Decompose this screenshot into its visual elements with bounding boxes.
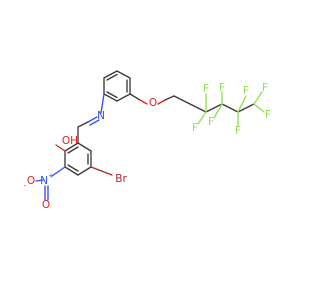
nitro-nitrogen-label: N bbox=[40, 175, 48, 187]
c-br-bond bbox=[90, 166, 113, 176]
fluorine-label-4: F bbox=[208, 116, 214, 128]
imine-double-bond-b bbox=[89, 119, 100, 126]
aryl-o-bond-o bbox=[139, 99, 148, 105]
nitro-oxygen-double-label: O bbox=[42, 199, 50, 211]
fluorine-label-3: F bbox=[219, 82, 225, 94]
c-nitro-bond bbox=[51, 166, 66, 177]
o-ch2-bond-o bbox=[157, 99, 166, 105]
c-oh-bond bbox=[55, 144, 66, 152]
imine-double-bond-a bbox=[87, 116, 98, 123]
fluorine-label-6: F bbox=[243, 85, 249, 97]
ether-oxygen-label: O bbox=[149, 97, 157, 109]
hydroxyl-label: OH bbox=[62, 135, 78, 147]
bromine-label: Br bbox=[115, 173, 127, 185]
molecule-structure-diagram: OH N O N + O - O Br F F F F F F F F bbox=[24, 70, 271, 211]
cf-bonds bbox=[197, 91, 265, 127]
top-benzene-ring bbox=[103, 70, 131, 102]
nitro-oxygen-charge: - bbox=[24, 182, 27, 190]
nitro-nitrogen-charge: + bbox=[48, 172, 54, 180]
fluorine-label-5: F bbox=[235, 125, 241, 137]
ch-imine-bond bbox=[77, 121, 89, 128]
o-ch2-bond-c bbox=[164, 95, 175, 101]
fluorine-label-2: F bbox=[192, 122, 198, 134]
fluorine-label-1: F bbox=[203, 83, 209, 95]
fluoroalkyl-chain bbox=[173, 95, 255, 113]
structure-canvas: OH N O N + O - O Br F F F F F F F F bbox=[24, 70, 271, 211]
fluorine-label-7: F bbox=[262, 82, 268, 94]
fluorine-label-8: F bbox=[265, 109, 271, 121]
aryl-o-bond-c bbox=[129, 93, 141, 101]
bottom-benzene-ring bbox=[64, 126, 92, 176]
aryl-n-bond bbox=[100, 93, 105, 114]
imine-nitrogen-label: N bbox=[97, 110, 105, 122]
nitro-oxygen-single-label: O bbox=[27, 175, 35, 187]
n-o-single-bond bbox=[35, 179, 44, 182]
